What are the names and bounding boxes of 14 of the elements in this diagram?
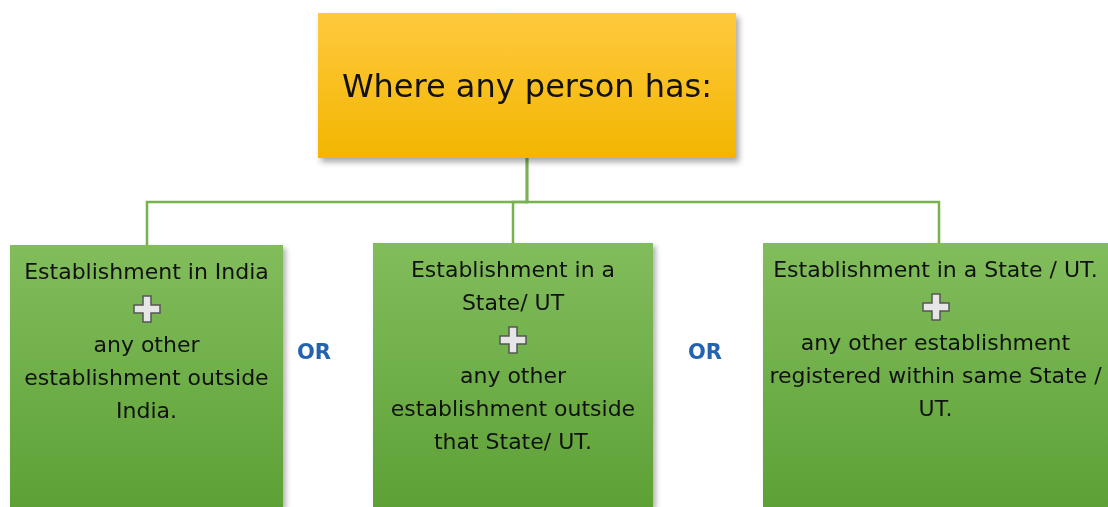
option-box <box>373 243 653 507</box>
option-text: Establishment in a State / UT. <box>773 256 1098 284</box>
option-text: any other establishment registered within same State / UT. <box>769 329 1102 423</box>
option-text: Establishment in a State/ UT <box>409 256 617 317</box>
heading-box <box>318 13 736 158</box>
option-box <box>10 245 283 507</box>
option-text: any other establishment outside that State/ UT. <box>389 362 637 456</box>
option-text: Establishment in India <box>24 258 269 286</box>
connector-line <box>525 158 941 243</box>
or-label: OR <box>297 340 332 364</box>
heading-text: Where any person has: <box>341 66 713 105</box>
option-box <box>763 243 1108 507</box>
or-label: OR <box>688 340 723 364</box>
option-text: any other establishment outside India. <box>23 331 270 425</box>
